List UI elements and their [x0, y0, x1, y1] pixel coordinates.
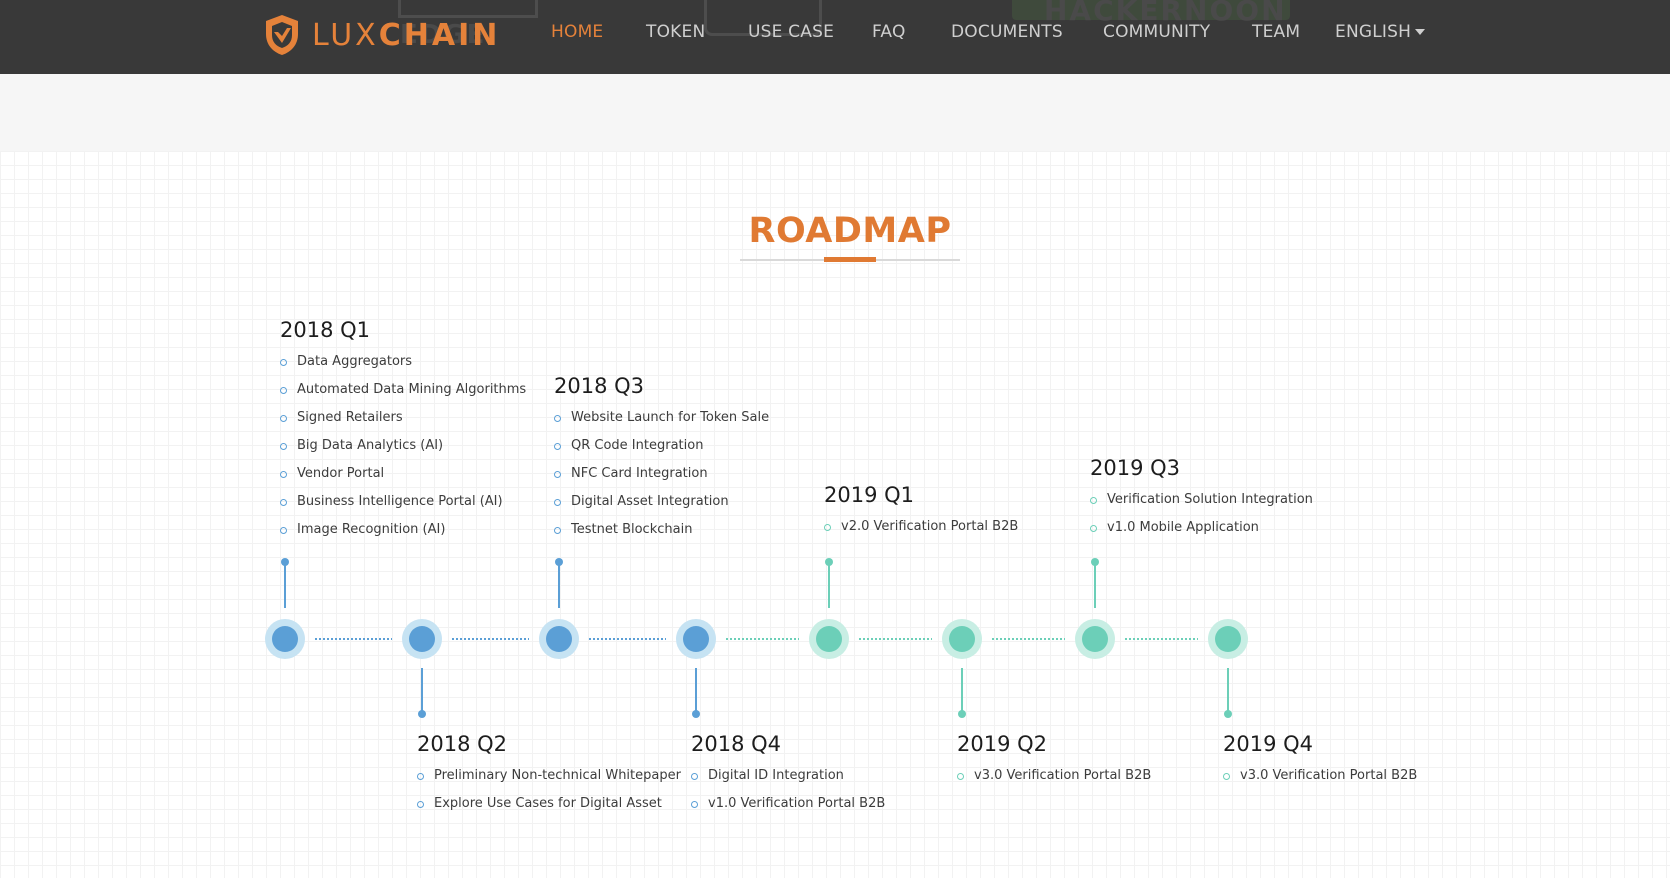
timeline-node — [1082, 626, 1108, 652]
milestone-item: v2.0 Verification Portal B2B — [824, 518, 1018, 546]
milestone-item: QR Code Integration — [554, 437, 769, 465]
milestone-item: Digital Asset Integration — [554, 493, 769, 521]
timeline-node — [546, 626, 572, 652]
milestone-item: v1.0 Verification Portal B2B — [691, 795, 885, 823]
timeline-node — [409, 626, 435, 652]
nav-team[interactable]: TEAM — [1252, 22, 1301, 42]
partner-logo-text-1: EDGE — [400, 20, 487, 50]
milestone-item: Signed Retailers — [280, 409, 526, 437]
timeline-stem-dot — [692, 710, 700, 718]
milestone-item: NFC Card Integration — [554, 465, 769, 493]
milestone-item: v3.0 Verification Portal B2B — [1223, 767, 1417, 795]
quarter-milestone-list: v2.0 Verification Portal B2B — [824, 518, 1018, 546]
partner-logo-text-3: HACKERNOON — [1044, 0, 1287, 27]
timeline-stem-dot — [825, 558, 833, 566]
milestone-item: Website Launch for Token Sale — [554, 409, 769, 437]
quarter-title: 2019 Q1 — [824, 483, 915, 507]
nav-home[interactable]: HOME — [551, 22, 604, 42]
timeline-stem-dot — [281, 558, 289, 566]
milestone-item: Automated Data Mining Algorithms — [280, 381, 526, 409]
logo-word-chain: CHAIN — [378, 17, 501, 53]
timeline-stem-dot — [418, 710, 426, 718]
partner-logo-bg-2 — [704, 0, 822, 36]
timeline-node — [1215, 626, 1241, 652]
roadmap-timeline — [265, 558, 1248, 718]
milestone-item: Explore Use Cases for Digital Asset — [417, 795, 681, 823]
timeline-stem-dot — [958, 710, 966, 718]
luxchain-logo[interactable]: LUXCHAIN — [264, 14, 500, 56]
shield-logo-icon — [266, 15, 298, 55]
milestone-item: v1.0 Mobile Application — [1090, 519, 1313, 547]
quarter-title: 2018 Q1 — [280, 318, 371, 342]
quarter-title: 2019 Q3 — [1090, 456, 1181, 480]
timeline-node — [816, 626, 842, 652]
partner-logo-bg-1 — [398, 0, 538, 18]
milestone-item: Verification Solution Integration — [1090, 491, 1313, 519]
quarter-title: 2018 Q4 — [691, 732, 782, 756]
timeline-node — [683, 626, 709, 652]
nav-language-label: ENGLISH — [1335, 22, 1412, 42]
top-navbar: EDGE HACKERNOON LUXCHAIN HOME TOKEN USE … — [0, 0, 1670, 74]
partners-band — [0, 74, 1670, 151]
main-nav: HOME TOKEN USE CASE FAQ DOCUMENTS COMMUN… — [0, 22, 1670, 46]
logo-wordmark: LUXCHAIN — [312, 18, 500, 53]
milestone-item: Business Intelligence Portal (AI) — [280, 493, 526, 521]
quarter-title: 2018 Q2 — [417, 732, 508, 756]
roadmap-title: ROADMAP — [748, 211, 952, 251]
nav-language-dropdown[interactable]: ENGLISH — [1335, 22, 1426, 42]
milestone-item: Vendor Portal — [280, 465, 526, 493]
nav-documents[interactable]: DOCUMENTS — [951, 22, 1063, 42]
milestone-item: Testnet Blockchain — [554, 521, 769, 549]
milestone-item: Image Recognition (AI) — [280, 521, 526, 549]
timeline-node — [949, 626, 975, 652]
quarter-title: 2019 Q2 — [957, 732, 1048, 756]
logo-word-lux: LUX — [312, 17, 379, 53]
caret-down-icon — [1415, 29, 1426, 35]
timeline-stem-dot — [1091, 558, 1099, 566]
quarter-milestone-list: v3.0 Verification Portal B2B — [1223, 767, 1417, 795]
nav-token[interactable]: TOKEN — [646, 22, 706, 42]
quarter-title: 2018 Q3 — [554, 374, 645, 398]
milestone-item: Preliminary Non-technical Whitepaper — [417, 767, 681, 795]
quarter-title: 2019 Q4 — [1223, 732, 1314, 756]
nav-use-case[interactable]: USE CASE — [748, 22, 835, 42]
nav-faq[interactable]: FAQ — [872, 22, 906, 42]
title-underline-accent — [824, 257, 876, 262]
quarter-milestone-list: v3.0 Verification Portal B2B — [957, 767, 1151, 795]
milestone-item: Data Aggregators — [280, 353, 526, 381]
timeline-stem-dot — [1224, 710, 1232, 718]
milestone-item: Digital ID Integration — [691, 767, 885, 795]
timeline-stem-dot — [555, 558, 563, 566]
partner-logo-bg-3 — [1012, 0, 1290, 20]
timeline-node — [272, 626, 298, 652]
milestone-item: v3.0 Verification Portal B2B — [957, 767, 1151, 795]
milestone-item: Big Data Analytics (AI) — [280, 437, 526, 465]
nav-community[interactable]: COMMUNITY — [1103, 22, 1211, 42]
